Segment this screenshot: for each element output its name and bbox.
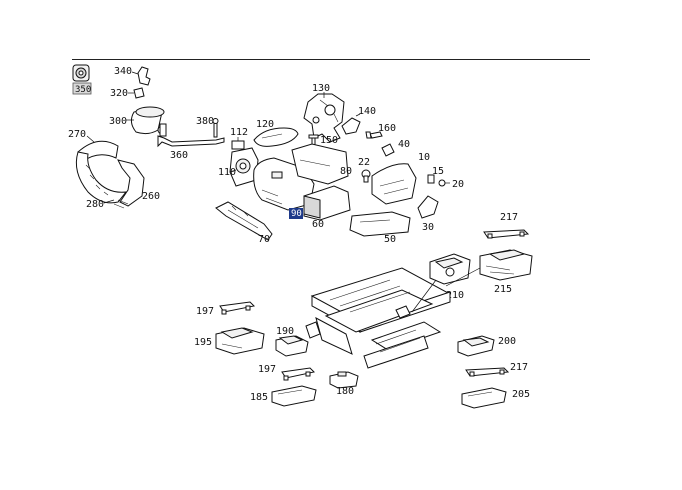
part-22-screw[interactable] <box>361 169 371 183</box>
part-160-bolt[interactable] <box>365 131 383 139</box>
label-112[interactable]: 112 <box>230 127 248 138</box>
part-60-base[interactable] <box>303 185 351 221</box>
part-350-icon[interactable]: 350 <box>72 64 92 95</box>
part-40-clip[interactable] <box>381 143 395 157</box>
label-70[interactable]: 70 <box>258 234 270 245</box>
part-120-trim[interactable] <box>253 127 299 147</box>
label-340[interactable]: 340 <box>114 66 132 77</box>
label-140[interactable]: 140 <box>358 106 376 117</box>
label-380[interactable]: 380 <box>196 116 214 127</box>
part-180-module[interactable] <box>329 371 359 389</box>
label-185[interactable]: 185 <box>250 392 268 403</box>
label-180[interactable]: 180 <box>336 386 354 397</box>
part-197-top-left[interactable] <box>219 301 256 315</box>
label-195[interactable]: 195 <box>194 337 212 348</box>
part-110-housing[interactable] <box>229 147 259 187</box>
label-10[interactable]: 10 <box>418 152 430 163</box>
seat-frame[interactable] <box>305 267 481 369</box>
part-140-lever[interactable] <box>341 113 361 135</box>
label-197-bottom[interactable]: 197 <box>258 364 276 375</box>
label-22[interactable]: 22 <box>358 157 370 168</box>
label-200[interactable]: 200 <box>498 336 516 347</box>
part-270-cover[interactable] <box>75 140 128 204</box>
part-217-top[interactable] <box>483 229 530 239</box>
part-320-clip[interactable] <box>128 87 145 99</box>
part-130-bracket[interactable] <box>303 92 345 143</box>
label-217-bottom[interactable]: 217 <box>510 362 528 373</box>
label-40[interactable]: 40 <box>398 139 410 150</box>
label-320[interactable]: 320 <box>110 88 128 99</box>
part-70-rail[interactable] <box>215 201 273 241</box>
part-340-bracket[interactable] <box>131 66 151 86</box>
label-270[interactable]: 270 <box>68 129 86 140</box>
part-20-screw[interactable] <box>438 179 450 187</box>
label-360[interactable]: 360 <box>170 150 188 161</box>
part-10-side-cover[interactable] <box>371 163 417 205</box>
part-90-highlight-badge[interactable]: 90 <box>289 208 303 219</box>
label-150[interactable]: 150 <box>320 135 338 146</box>
label-20[interactable]: 20 <box>452 179 464 190</box>
part-260-panel[interactable] <box>113 159 145 209</box>
label-210[interactable]: 210 <box>446 290 464 301</box>
part-215-module[interactable] <box>479 249 533 281</box>
label-60[interactable]: 60 <box>312 219 324 230</box>
part-112-switch[interactable] <box>231 137 245 150</box>
part-30-cover[interactable] <box>417 195 439 219</box>
part-15-clip[interactable] <box>427 174 435 184</box>
label-120[interactable]: 120 <box>256 119 274 130</box>
label-350[interactable]: 350 <box>75 85 91 95</box>
part-185-module[interactable] <box>271 385 317 407</box>
part-205-module[interactable] <box>461 387 507 409</box>
part-50-trim[interactable] <box>349 211 411 237</box>
label-15[interactable]: 15 <box>432 166 444 177</box>
part-190-module[interactable] <box>275 335 309 357</box>
label-280[interactable]: 280 <box>86 199 104 210</box>
label-190[interactable]: 190 <box>276 326 294 337</box>
top-divider <box>72 59 590 60</box>
part-197-bottom-left[interactable] <box>281 367 316 381</box>
label-205[interactable]: 205 <box>512 389 530 400</box>
part-195-module[interactable] <box>215 327 265 355</box>
label-217-top[interactable]: 217 <box>500 212 518 223</box>
label-80[interactable]: 80 <box>340 166 352 177</box>
label-215[interactable]: 215 <box>494 284 512 295</box>
label-110[interactable]: 110 <box>218 167 236 178</box>
label-30[interactable]: 30 <box>422 222 434 233</box>
part-217-bottom[interactable] <box>465 367 510 377</box>
part-200-module[interactable] <box>457 335 495 357</box>
label-197-top[interactable]: 197 <box>196 306 214 317</box>
part-80-panel[interactable] <box>291 143 349 185</box>
label-300[interactable]: 300 <box>109 116 127 127</box>
label-160[interactable]: 160 <box>378 123 396 134</box>
label-130[interactable]: 130 <box>312 83 330 94</box>
label-50[interactable]: 50 <box>384 234 396 245</box>
label-260[interactable]: 260 <box>142 191 160 202</box>
part-380-pin[interactable] <box>212 118 219 138</box>
part-210-motor[interactable] <box>429 253 471 285</box>
label-90[interactable]: 90 <box>291 209 302 219</box>
part-360-rod[interactable] <box>157 123 225 148</box>
